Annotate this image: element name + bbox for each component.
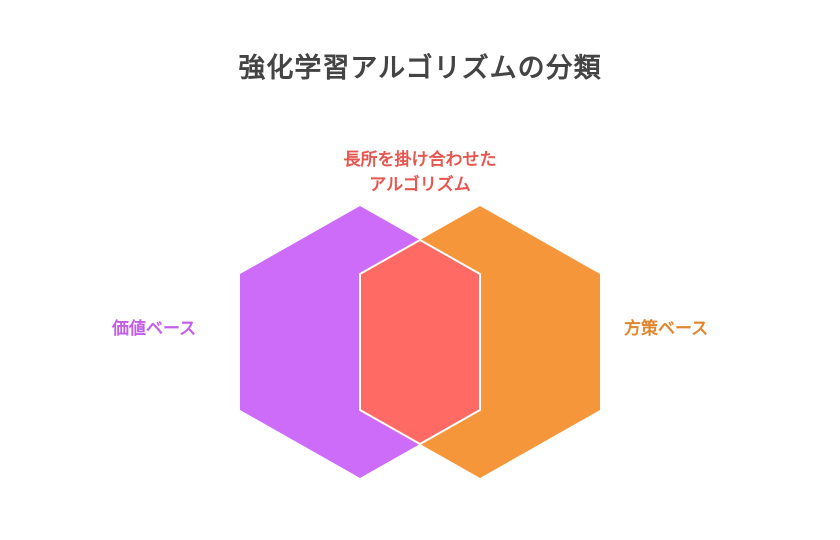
- diagram-title: 強化学習アルゴリズムの分類: [238, 53, 602, 84]
- overlap-label: 長所を掛け合わせた アルゴリズム: [0, 148, 840, 198]
- combined-overlap-region: [359, 239, 481, 445]
- policy-based-label: 方策ベース: [624, 319, 709, 339]
- value-based-label: 価値ベース: [112, 319, 197, 339]
- overlap-label-line1: 長所を掛け合わせた: [343, 150, 497, 170]
- overlap-label-line2: アルゴリズム: [369, 175, 471, 195]
